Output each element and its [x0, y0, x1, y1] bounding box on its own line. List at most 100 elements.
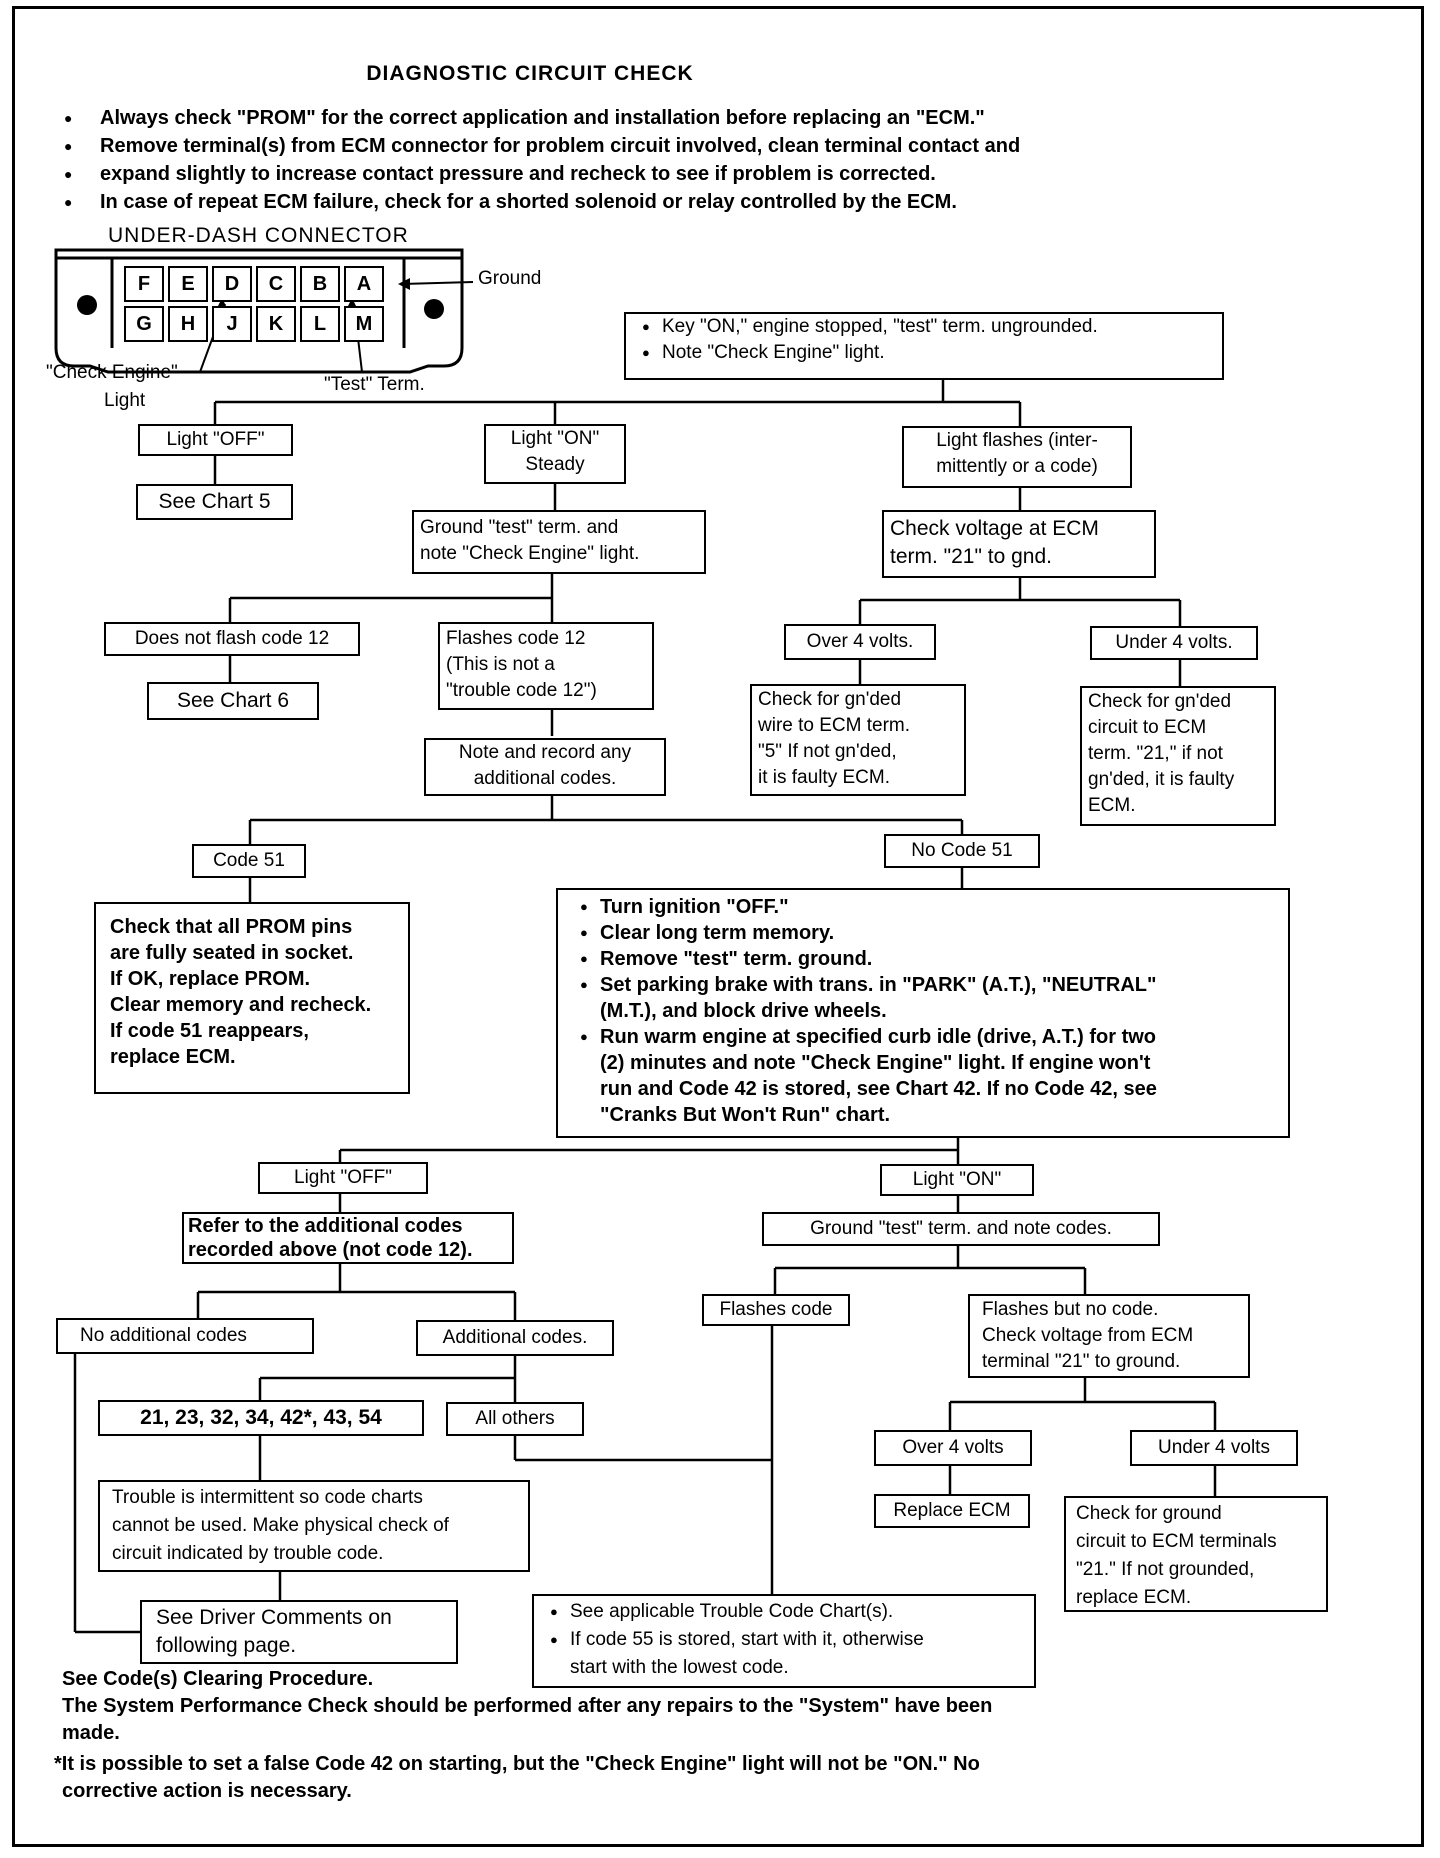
light-off2-box: Light "OFF" — [258, 1162, 428, 1194]
box-line: following page. — [156, 1634, 297, 1657]
connector-pin: G — [124, 306, 164, 342]
check-voltage-box: Check voltage at ECM term. "21" to gnd. — [882, 510, 1156, 578]
see-chart6-box: See Chart 6 — [147, 682, 319, 720]
box-line: Flashes code 12 — [446, 628, 586, 649]
box-line: cannot be used. Make physical check of — [112, 1515, 449, 1536]
box-line: additional codes. — [473, 768, 617, 789]
over4-b-box: Over 4 volts — [874, 1430, 1032, 1466]
box-line: circuit indicated by trouble code. — [112, 1543, 384, 1564]
no-code51-box: No Code 51 — [884, 834, 1040, 868]
step-line: Turn ignition "OFF." — [580, 894, 1278, 920]
step-line-continued: run and Code 42 is stored, see Chart 42.… — [600, 1078, 1157, 1100]
box-line: circuit to ECM terminals — [1076, 1531, 1277, 1552]
intro-bullet: Remove terminal(s) from ECM connector fo… — [62, 132, 1020, 160]
box-line: Check voltage at ECM — [890, 517, 1099, 540]
box-line: Steady — [525, 454, 585, 475]
note-record-box: Note and record any additional codes. — [424, 738, 666, 796]
prom-check-box: Check that all PROM pins are fully seate… — [94, 902, 410, 1094]
check-gnd-21-box: Check for gn'ded circuit to ECM term. "2… — [1080, 686, 1276, 826]
code51-box: Code 51 — [192, 844, 306, 878]
step-line-continued: (M.T.), and block drive wheels. — [600, 1000, 887, 1022]
box-line: "21." If not grounded, — [1076, 1559, 1255, 1580]
step-line: Run warm engine at specified curb idle (… — [580, 1024, 1278, 1050]
connector-pin: C — [256, 266, 296, 302]
box-line: Check for ground — [1076, 1503, 1222, 1524]
turn-off-box: Turn ignition "OFF." Clear long term mem… — [556, 888, 1290, 1138]
intro-bullets: Always check "PROM" for the correct appl… — [62, 104, 1020, 216]
box-line: mittently or a code) — [936, 456, 1098, 477]
box-line: it is faulty ECM. — [758, 767, 890, 788]
box-line: Check voltage from ECM — [982, 1325, 1194, 1346]
box-line: Flashes but no code. — [982, 1299, 1159, 1320]
check-gnd-5-box: Check for gn'ded wire to ECM term. "5" I… — [750, 684, 966, 796]
footer-line: made. — [62, 1722, 120, 1744]
ground-test-box: Ground "test" term. and note "Check Engi… — [412, 510, 706, 574]
start-box: Key "ON," engine stopped, "test" term. u… — [624, 312, 1224, 380]
box-line: terminal "21" to ground. — [982, 1351, 1181, 1372]
box-line: are fully seated in socket. — [110, 942, 354, 964]
flashes12-box: Flashes code 12 (This is not a "trouble … — [438, 622, 654, 710]
all-others-box: All others — [446, 1402, 584, 1436]
intro-bullet: In case of repeat ECM failure, check for… — [62, 188, 1020, 216]
box-line: Refer to the additional codes — [188, 1215, 463, 1237]
footer-line: corrective action is necessary. — [62, 1780, 352, 1802]
additional-box: Additional codes. — [416, 1320, 614, 1356]
light-on2-box: Light "ON" — [880, 1164, 1034, 1196]
check-engine-label-light: Light — [104, 390, 146, 411]
box-line: replace ECM. — [1076, 1587, 1192, 1608]
step-line: See applicable Trouble Code Chart(s). — [550, 1598, 1024, 1626]
box-line: Light flashes (inter- — [936, 430, 1098, 451]
connector-pin: J — [212, 306, 252, 342]
driver-comments-box: See Driver Comments on following page. — [140, 1600, 458, 1664]
box-line: replace ECM. — [110, 1046, 236, 1068]
connector-pin: L — [300, 306, 340, 342]
footer-line: See Code(s) Clearing Procedure. — [62, 1668, 374, 1690]
step-line: If code 55 is stored, start with it, oth… — [550, 1626, 1024, 1654]
flashes-no-code-box: Flashes but no code. Check voltage from … — [968, 1294, 1250, 1378]
footer-notes: See Code(s) Clearing Procedure. The Syst… — [54, 1666, 993, 1805]
light-on-steady-box: Light "ON" Steady — [484, 424, 626, 484]
box-line: If OK, replace PROM. — [110, 968, 311, 990]
box-line: note "Check Engine" light. — [420, 543, 640, 564]
box-line: Check that all PROM pins — [110, 916, 353, 938]
ground-label: Ground — [478, 268, 542, 289]
box-line: Clear memory and recheck. — [110, 994, 372, 1016]
box-line: term. "21," if not — [1088, 743, 1223, 764]
box-line: Check for gn'ded — [1088, 691, 1232, 712]
step-line: Set parking brake with trans. in "PARK" … — [580, 972, 1278, 998]
box-line: If code 51 reappears, — [110, 1020, 309, 1042]
check-ground-21-box: Check for ground circuit to ECM terminal… — [1064, 1496, 1328, 1612]
trouble-chart-box: See applicable Trouble Code Chart(s). If… — [532, 1594, 1036, 1688]
intro-bullet: Always check "PROM" for the correct appl… — [62, 104, 1020, 132]
refer-codes-box: Refer to the additional codes recorded a… — [182, 1212, 514, 1264]
under4-a-box: Under 4 volts. — [1090, 626, 1258, 660]
no-additional-box: No additional codes — [56, 1318, 314, 1354]
box-line: (This is not a — [446, 654, 555, 675]
box-line: Note and record any — [458, 742, 632, 763]
connector-pin: K — [256, 306, 296, 342]
under4-b-box: Under 4 volts — [1130, 1430, 1298, 1466]
see-chart5-box: See Chart 5 — [136, 484, 293, 520]
light-flashes-box: Light flashes (inter- mittently or a cod… — [902, 426, 1132, 488]
page-frame — [12, 6, 1424, 1847]
connector-pin: A — [344, 266, 384, 302]
box-line: "5" If not gn'ded, — [758, 741, 897, 762]
intermittent-box: Trouble is intermittent so code charts c… — [98, 1480, 530, 1572]
intro-bullet-text: expand slightly to increase contact pres… — [100, 163, 936, 185]
footer-line: The System Performance Check should be p… — [62, 1695, 993, 1717]
connector-pin: H — [168, 306, 208, 342]
connector-pin: E — [168, 266, 208, 302]
box-line: Ground "test" term. and — [420, 517, 619, 538]
over4-a-box: Over 4 volts. — [784, 624, 936, 660]
box-line: "trouble code 12") — [446, 680, 597, 701]
no-flash12-box: Does not flash code 12 — [104, 622, 360, 656]
ground-note-codes-box: Ground "test" term. and note codes. — [762, 1212, 1160, 1246]
step-line: Clear long term memory. — [580, 920, 1278, 946]
replace-ecm-box: Replace ECM — [874, 1494, 1030, 1528]
box-line: Trouble is intermittent so code charts — [112, 1487, 423, 1508]
box-line: gn'ded, it is faulty — [1088, 769, 1235, 790]
box-line: Check for gn'ded — [758, 689, 902, 710]
intro-bullet-continuation: expand slightly to increase contact pres… — [62, 160, 1020, 188]
start-line: Note "Check Engine" light. — [642, 340, 1216, 366]
